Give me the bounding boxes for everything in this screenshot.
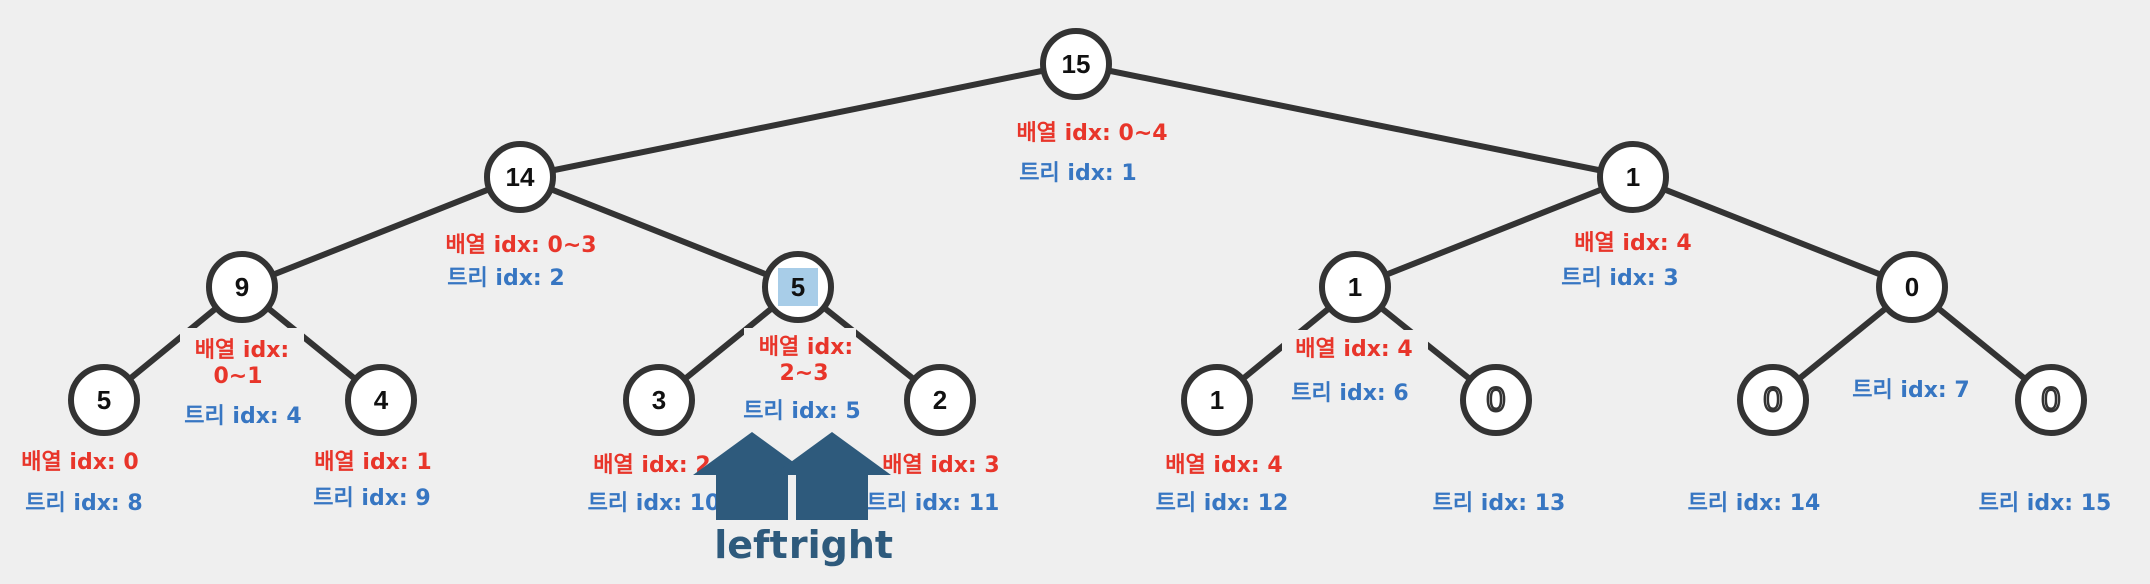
- left-pointer-label: left: [714, 523, 788, 567]
- node-circle: [1319, 251, 1391, 323]
- node-leaf5: 5: [68, 364, 140, 436]
- node-value: 14: [506, 162, 535, 192]
- node-circle: [623, 364, 695, 436]
- node-circle: [68, 364, 140, 436]
- array-idx-label-leaf3: 배열 idx: 2: [593, 453, 710, 478]
- tree-idx-label-leaf0-c: 트리 idx: 15: [1979, 491, 2112, 516]
- tree-idx-label-leaf3: 트리 idx: 10: [588, 491, 721, 516]
- tree-idx-label-root: 트리 idx: 1: [1019, 161, 1136, 186]
- node-value: 0: [1487, 381, 1506, 419]
- array-idx-label-leaf5: 배열 idx: 0: [21, 450, 138, 475]
- array-idx-label-n1-mid: 배열 idx: 4: [1295, 337, 1412, 362]
- node-value: 5: [97, 385, 111, 415]
- node-n1-right: 1: [1597, 141, 1669, 213]
- node-value: 1: [1210, 385, 1224, 415]
- edge-n14-n5-highlight: [518, 174, 800, 290]
- edge-n1-right-n1-mid: [1353, 174, 1635, 290]
- node-circle: [1737, 364, 1809, 436]
- node-value: 9: [235, 272, 249, 302]
- node-circle: [1597, 141, 1669, 213]
- node-value: 3: [652, 385, 666, 415]
- node-leaf3: 3: [623, 364, 695, 436]
- array-idx-label-n14: 배열 idx: 0~3: [445, 233, 596, 258]
- node-leaf2: 2: [904, 364, 976, 436]
- node-circle: [345, 364, 417, 436]
- node-value: 5: [791, 272, 805, 302]
- node-circle: [206, 251, 278, 323]
- tree-idx-label-n5: 트리 idx: 5: [743, 399, 860, 424]
- label-bg-n1-right: [1550, 222, 1716, 300]
- node-value: 4: [374, 385, 389, 415]
- node-n5-highlight: 5: [762, 251, 834, 323]
- tree-idx-label-leaf0-b: 트리 idx: 14: [1688, 491, 1821, 516]
- tree-idx-label-leaf1: 트리 idx: 12: [1156, 491, 1289, 516]
- node-root: 15: [1040, 28, 1112, 100]
- node-value: 1: [1626, 162, 1640, 192]
- node-n1-mid: 1: [1319, 251, 1391, 323]
- edge-root-n14: [519, 61, 1077, 180]
- label-bg-n1-mid: [1282, 330, 1428, 368]
- node-value: 15: [1062, 49, 1091, 79]
- node-leaf4: 4: [345, 364, 417, 436]
- tree-idx-label-leaf0-a: 트리 idx: 13: [1433, 491, 1566, 516]
- node-leaf0-c: 0: [2015, 364, 2087, 436]
- index-labels: 배열 idx: 0~4 트리 idx: 1 배열 idx: 0~3 트리 idx…: [21, 121, 2111, 516]
- node-n9: 9: [206, 251, 278, 323]
- edge-root-n1-right: [1075, 61, 1634, 180]
- node-value: 0: [2042, 381, 2061, 419]
- array-idx-label-n1-right: 배열 idx: 4: [1574, 231, 1691, 256]
- array-idx-label-root: 배열 idx: 0~4: [1016, 121, 1167, 146]
- array-idx-label-n5-line2: 2~3: [779, 361, 828, 386]
- node-leaf0-a: 0: [1460, 364, 1532, 436]
- array-idx-label-leaf2: 배열 idx: 3: [882, 453, 999, 478]
- array-idx-label-n9-line2: 0~1: [213, 364, 262, 389]
- tree-idx-label-leaf2: 트리 idx: 11: [867, 491, 1000, 516]
- node-circle: [484, 141, 556, 213]
- array-idx-label-leaf4: 배열 idx: 1: [314, 450, 431, 475]
- label-bg-root: [1008, 110, 1158, 188]
- node-leaf0-b: 0: [1737, 364, 1809, 436]
- node-circle: [1460, 364, 1532, 436]
- tree-idx-label-n9: 트리 idx: 4: [184, 404, 301, 429]
- array-idx-label-n9-line1: 배열 idx:: [195, 338, 289, 363]
- tree-idx-label-n14: 트리 idx: 2: [447, 266, 564, 291]
- tree-idx-label-n1-mid: 트리 idx: 6: [1291, 381, 1408, 406]
- tree-idx-label-leaf4: 트리 idx: 9: [313, 486, 430, 511]
- tree-idx-label-n0-right: 트리 idx: 7: [1852, 378, 1969, 403]
- right-arrow-icon: [773, 432, 891, 520]
- node-circle: [1040, 28, 1112, 100]
- edge-n1-right-n0-right: [1631, 174, 1914, 290]
- edge-n14-n9: [240, 174, 522, 290]
- node-value: 1: [1348, 272, 1362, 302]
- node-circle: [904, 364, 976, 436]
- label-bg-n5: [744, 328, 856, 390]
- node-n14: 14: [484, 141, 556, 213]
- label-backgrounds: [180, 110, 1978, 408]
- array-idx-label-n5-line1: 배열 idx:: [759, 335, 853, 360]
- highlight-box: [778, 268, 818, 306]
- array-idx-label-leaf1: 배열 idx: 4: [1165, 453, 1282, 478]
- node-circle: [1876, 251, 1948, 323]
- right-pointer-label: right: [789, 523, 893, 567]
- node-value: 0: [1905, 272, 1919, 302]
- pointer-arrows: left right: [693, 432, 893, 567]
- tree-idx-label-leaf5: 트리 idx: 8: [25, 491, 142, 516]
- node-circle: [2015, 364, 2087, 436]
- tree-idx-label-n1-right: 트리 idx: 3: [1561, 266, 1678, 291]
- node-leaf1: 1: [1181, 364, 1253, 436]
- label-bg-n14: [440, 222, 602, 300]
- label-bg-n9: [180, 328, 304, 390]
- node-value: 0: [1764, 381, 1783, 419]
- label-bg-n0-right: [1848, 372, 1978, 408]
- node-n0-right: 0: [1876, 251, 1948, 323]
- node-value: 2: [933, 385, 947, 415]
- node-circle: [1181, 364, 1253, 436]
- left-arrow-icon: [693, 432, 811, 520]
